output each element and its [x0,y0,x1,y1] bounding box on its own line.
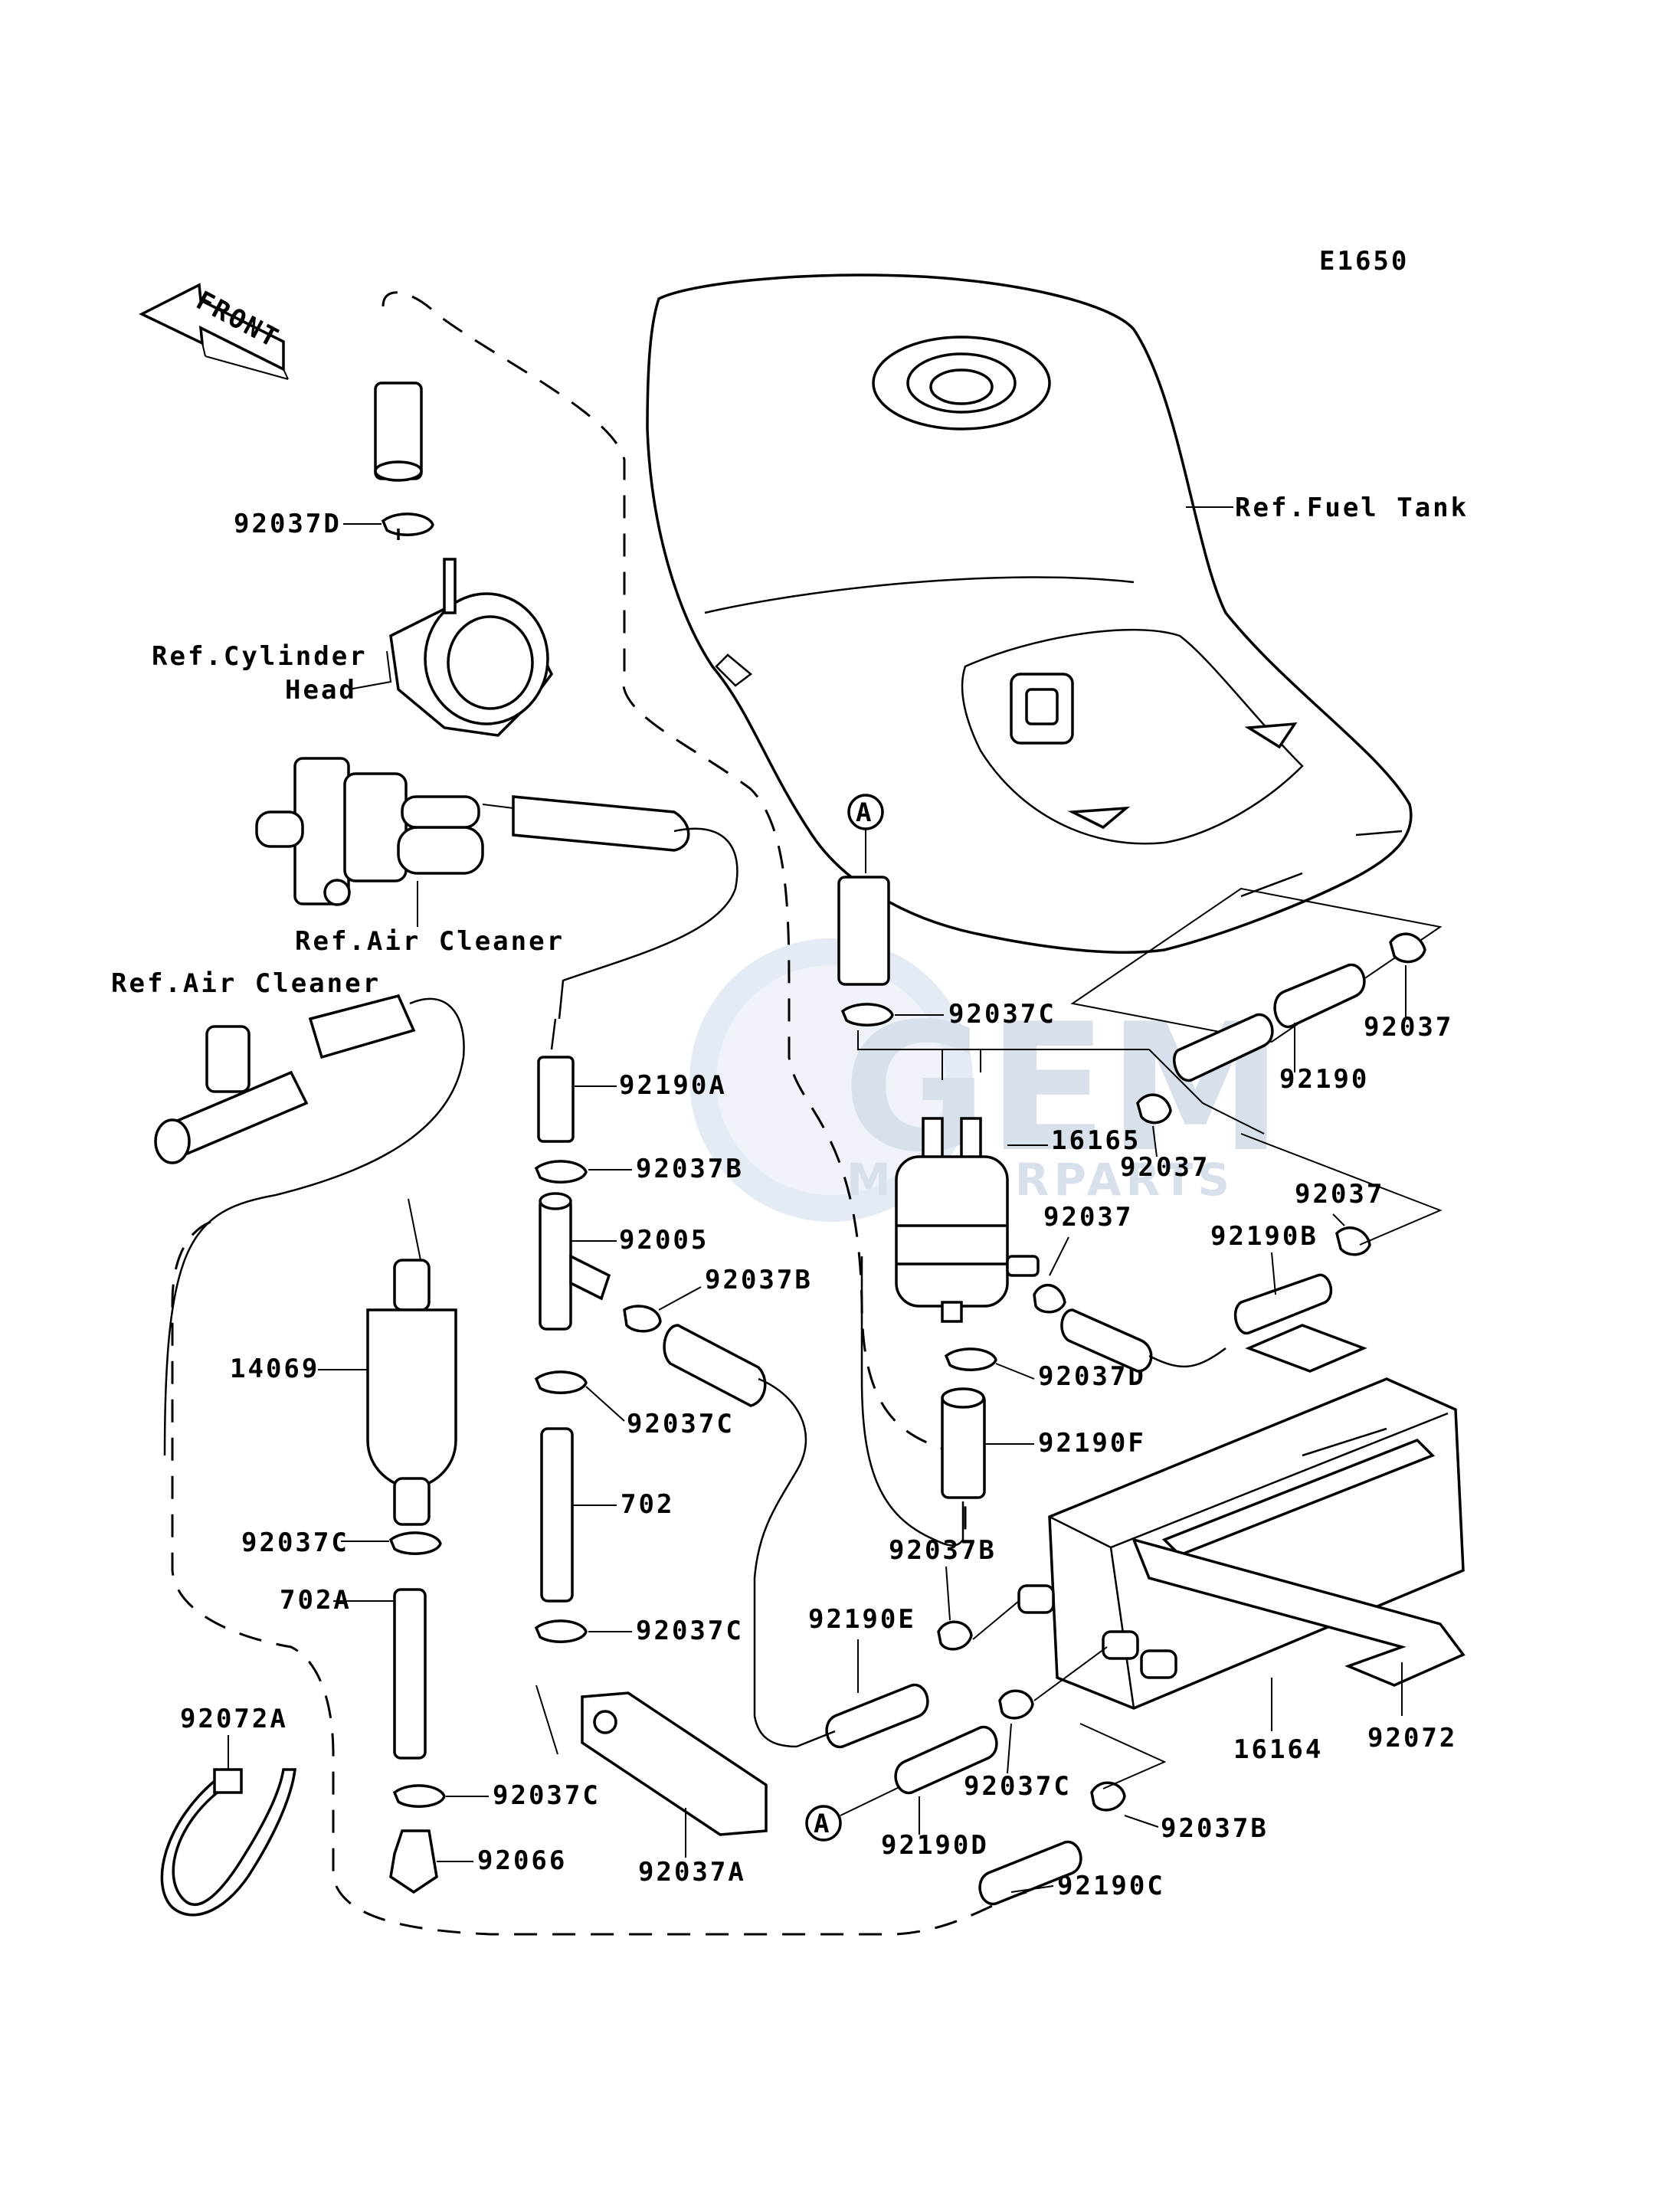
clamp-92037-c [1033,1283,1066,1314]
label-92037-a: 92037 [1364,1012,1453,1043]
hose-92190C [978,1840,1082,1906]
label-92037C-b: 92037C [627,1409,735,1439]
clamp-92037-b [1136,1093,1172,1125]
hose-92190F [941,1393,986,1499]
hose-lower-right [1060,1308,1153,1373]
hose-A [837,876,890,986]
label-16165: 16165 [1051,1125,1141,1156]
hose-92190A [537,1056,575,1143]
joint-92066 [389,1829,438,1894]
clamp-92037B-a [534,1160,588,1184]
label-14069: 14069 [230,1354,319,1384]
label-92190: 92190 [1279,1064,1369,1095]
label-92190F: 92190F [1038,1428,1146,1459]
cylinder-head [389,558,554,737]
pipe-702A [393,1588,427,1760]
label-92037-b: 92037 [1120,1152,1210,1183]
clamp-92037D-mid [944,1347,997,1371]
hose-middle [663,1324,767,1407]
connector-a-bottom-label: A [814,1809,831,1839]
label-92190A: 92190A [619,1070,727,1101]
label-92037C-top: 92037C [948,999,1056,1030]
label-92037B-a: 92037B [636,1154,744,1184]
hose-92190D [894,1725,998,1795]
hose-92190 [1173,1013,1274,1082]
label-92037A: 92037A [638,1857,746,1888]
label-92037C-c: 92037C [636,1616,744,1646]
label-92037B-d: 92037B [1161,1813,1269,1844]
clamp-92037C-top [840,1003,894,1026]
clamp-92037D-top [381,512,434,540]
label-16164: 16164 [1233,1734,1323,1765]
label-92037C-e: 92037C [493,1780,601,1811]
left-routing-loop [171,1220,1027,1936]
label-92037-c: 92037 [1043,1202,1133,1233]
ref-air-cleaner-label-1: Ref.Air Cleaner [295,926,565,957]
fuel-filter-14069 [366,1259,457,1526]
band-92072A [160,1768,296,1917]
clamp-92037B-b [623,1305,662,1333]
label-92005: 92005 [619,1225,709,1256]
clamp-92037-a [1389,932,1426,964]
label-92072: 92072 [1367,1723,1457,1753]
connector-a-top-label: A [856,797,873,828]
clamp-92037C-c [534,1619,588,1643]
ref-fuel-tank-label: Ref.Fuel Tank [1235,493,1469,523]
fuel-pump-16165 [895,1117,1040,1323]
label-92037C-f: 92037C [964,1771,1072,1802]
label-92037-d: 92037 [1295,1179,1384,1210]
ref-cylinder-head-label-1: Ref.Cylinder [152,641,368,672]
diagram-code: E1650 [1319,246,1409,277]
ref-air-cleaner-label-2: Ref.Air Cleaner [111,968,381,999]
bracket-92037A [581,1691,768,1836]
label-702: 702 [621,1489,674,1520]
clamp-92037C-d [388,1531,442,1555]
clamp-92037C-b [534,1370,588,1394]
air-valve [255,757,484,906]
label-92072A: 92072A [180,1704,288,1734]
air-cleaner-tee [154,994,416,1164]
label-92037B-c: 92037B [889,1535,997,1566]
label-92037D-top: 92037D [234,509,342,539]
hose-92190E [825,1683,929,1749]
tee-joint-92005 [539,1192,611,1331]
clamp-92037C-f [998,1689,1034,1720]
label-92037C-d: 92037C [241,1527,349,1558]
label-92066: 92066 [477,1845,567,1876]
canister-16164 [1017,1324,1465,1710]
label-92190E: 92190E [808,1604,916,1635]
label-92190C: 92190C [1057,1871,1165,1901]
clamp-92037B-c [937,1620,973,1651]
label-92190D: 92190D [881,1830,989,1861]
fuel-tank [646,273,1413,954]
air-hose-upper [512,795,690,852]
pipe-702 [540,1427,574,1603]
clamp-92037-d [1335,1226,1371,1256]
hose-upper-short [1273,963,1366,1028]
label-92037B-b: 92037B [705,1265,813,1295]
ref-cylinder-head-label-2: Head [285,675,357,706]
strap-92072 [1131,1537,1465,1687]
front-arrow-icon: FRONT [139,283,289,380]
clamp-92037B-d [1090,1781,1126,1812]
hose-92190B [1233,1273,1333,1335]
label-92190B: 92190B [1210,1221,1318,1252]
clamp-92037C-e [392,1784,446,1808]
connector-a-bottom [805,1805,842,1842]
